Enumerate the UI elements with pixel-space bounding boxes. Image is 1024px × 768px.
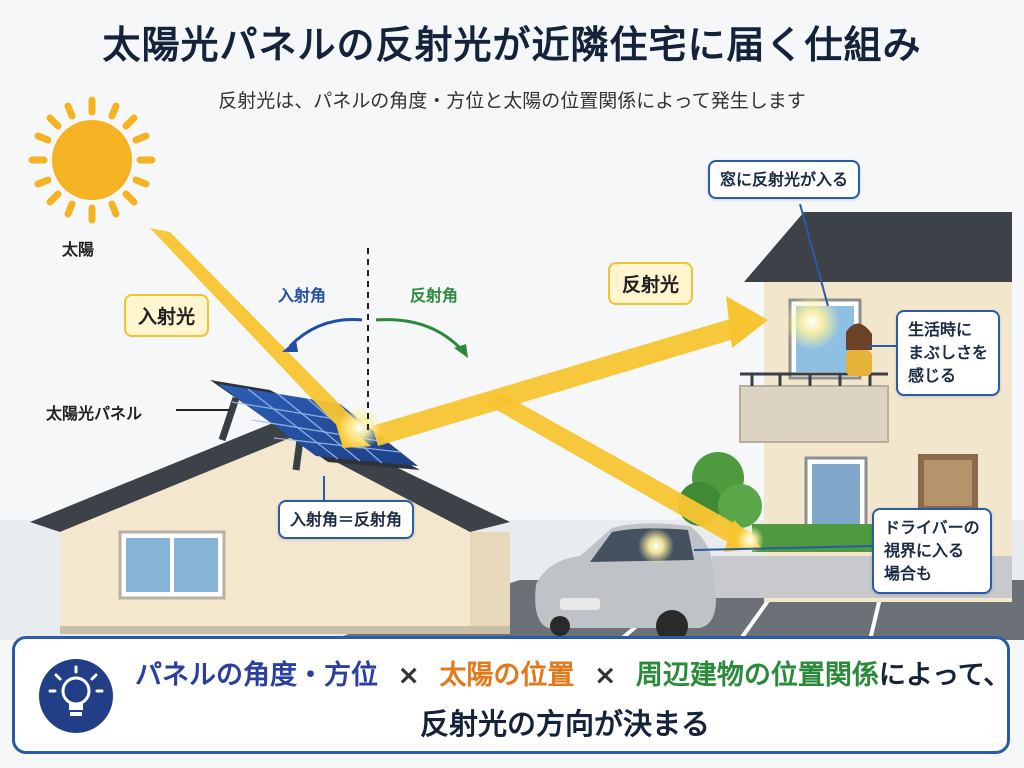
summary-connector: によって、 bbox=[878, 660, 1011, 691]
summary-panel-factor: パネルの角度・方位 bbox=[135, 660, 378, 691]
summary-box: パネルの角度・方位 × 太陽の位置 × 周辺建物の位置関係によって、 反射光の方… bbox=[12, 636, 1010, 754]
solar-panel-label: 太陽光パネル bbox=[46, 404, 143, 423]
summary-building-factor: 周辺建物の位置関係 bbox=[635, 660, 879, 691]
reflected-light-beam-window bbox=[372, 296, 768, 446]
resident-callout-line-1: 生活時に bbox=[908, 320, 973, 339]
page-subtitle: 反射光は、パネルの角度・方位と太陽の位置関係によって発生します bbox=[218, 90, 806, 112]
lightbulb-icon bbox=[39, 659, 113, 733]
summary-line-1: パネルの角度・方位 × 太陽の位置 × 周辺建物の位置関係によって、 bbox=[135, 653, 1010, 692]
summary-line-2: 反射光の方向が決まる bbox=[419, 707, 710, 741]
summary-times-2: × bbox=[593, 660, 617, 691]
driver-callout-line-2: 視界に入る bbox=[884, 541, 965, 561]
resident-callout: 生活時に まぶしさを 感じる bbox=[896, 310, 1001, 396]
reflection-angle-label: 反射角 bbox=[410, 286, 459, 305]
sun-label: 太陽 bbox=[62, 240, 95, 259]
resident-callout-line-3: 感じる bbox=[908, 366, 957, 386]
incident-angle-arc bbox=[288, 318, 363, 348]
angle-equation-label: 入射角＝反射角 bbox=[278, 500, 415, 540]
driver-callout-line-1: ドライバーの bbox=[884, 518, 980, 537]
driver-callout: ドライバーの 視界に入る 場合も bbox=[872, 508, 992, 594]
summary-times-1: × bbox=[397, 660, 421, 691]
window-callout: 窓に反射光が入る bbox=[708, 160, 861, 200]
incident-light-label: 入射光 bbox=[124, 294, 210, 337]
person-icon bbox=[846, 323, 872, 376]
sun-icon bbox=[28, 96, 156, 224]
resident-callout-line-2: まぶしさを bbox=[908, 343, 989, 363]
house-icon bbox=[30, 416, 510, 634]
summary-sun-factor: 太陽の位置 bbox=[439, 660, 575, 691]
reflection-angle-arc bbox=[375, 318, 464, 352]
driver-callout-line-3: 場合も bbox=[884, 564, 933, 584]
page-title: 太陽光パネルの反射光が近隣住宅に届く仕組み bbox=[102, 23, 922, 67]
incident-angle-label: 入射角 bbox=[278, 286, 327, 305]
reflected-light-label: 反射光 bbox=[608, 262, 694, 305]
